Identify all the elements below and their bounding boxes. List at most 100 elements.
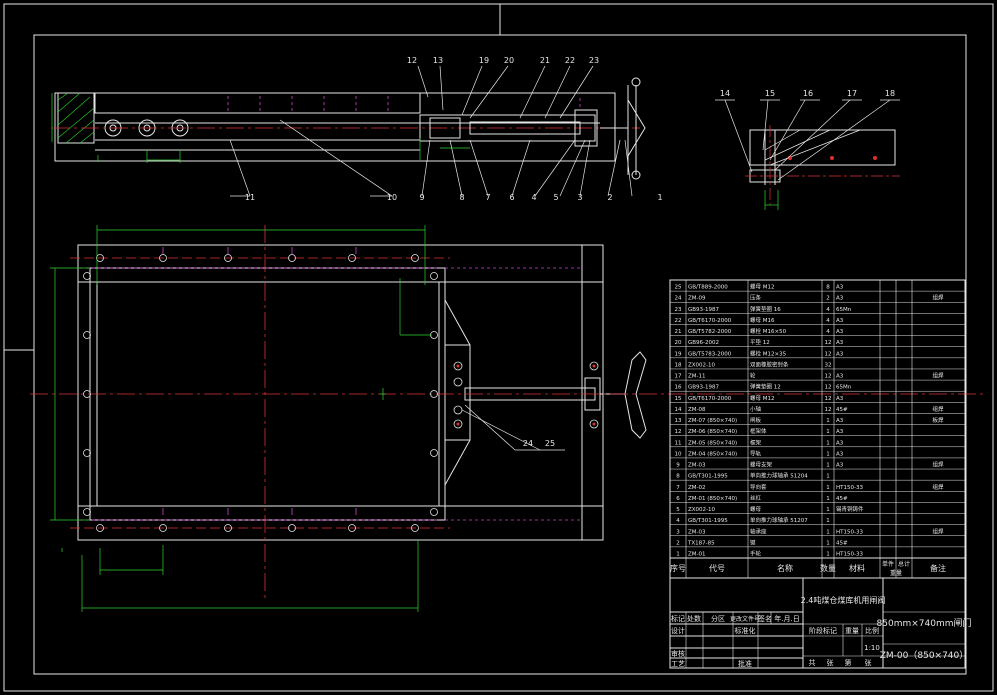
bom-cell-no: 20 [675, 340, 682, 346]
bom-cell-qty: 2 [826, 296, 830, 302]
bom-cell-note: 组焊 [932, 483, 944, 491]
bom-cell-qty: 1 [826, 474, 830, 480]
bom-cell-no: 11 [675, 440, 682, 446]
bom-cell-no: 17 [675, 374, 682, 380]
bom-cell-name: 双面橡胶密封条 [750, 360, 789, 368]
bom-cell-qty: 12 [825, 340, 832, 346]
bom-cell-code: GB/T6170-2000 [688, 318, 732, 324]
bom-cell-name: 导轨 [750, 449, 762, 457]
tb-sheet-total-b: 张 [827, 658, 834, 667]
bom-cell-code: ZM-07 (850×740) [688, 418, 737, 424]
bom-header-name: 名称 [777, 563, 793, 573]
bom-cell-mat: A3 [836, 396, 844, 402]
bom-cell-qty: 1 [826, 529, 830, 535]
bom-cell-qty: 4 [826, 318, 830, 324]
part-label: 17 [847, 89, 857, 98]
bom-cell-no: 3 [676, 529, 680, 535]
tb-company: 2.4吨煤仓煤库机用闸阀 [801, 595, 886, 605]
bom-cell-qty: 1 [826, 429, 830, 435]
bom-cell-no: 12 [675, 429, 682, 435]
bom-cell-no: 25 [675, 285, 682, 291]
top-view-part-labels: 12 13 19 20 21 22 23 1 2 3 5 4 6 7 8 9 1… [245, 56, 663, 202]
bom-header-qty: 数量 [820, 563, 836, 573]
bom-cell-name: 闸板 [750, 416, 762, 424]
bom-cell-code: ZM-02 [688, 485, 706, 491]
part-label: 12 [407, 56, 417, 65]
bom-header-code: 代号 [709, 563, 725, 573]
bom-cell-qty: 32 [825, 362, 832, 368]
bom-cell-name: 压条 [750, 294, 762, 302]
bom-cell-name: 单向推力球轴承 51204 [750, 472, 808, 480]
bom-cell-note: 组焊 [932, 372, 944, 380]
part-label: 25 [545, 439, 555, 448]
bom-cell-name: 螺母 M16 [750, 316, 775, 324]
part-label: 21 [540, 56, 550, 65]
tb-drawing-number: ZM-00（850×740） [880, 650, 969, 661]
tb-standardize: 标准化 [735, 626, 756, 635]
bom-cell-code: TX187-85 [687, 540, 715, 546]
top-view: 12 13 19 20 21 22 23 1 2 3 5 4 6 7 8 9 1… [51, 56, 663, 202]
bom-cell-no: 23 [675, 307, 682, 313]
bom-cell-name: 弹簧垫圈 16 [750, 305, 781, 313]
plan-view: 24 25 [30, 225, 985, 612]
bom-cell-no: 6 [676, 496, 680, 502]
bom-cell-code: ZM-05 (850×740) [688, 440, 737, 446]
bom-cell-qty: 4 [826, 329, 830, 335]
bom-cell-qty: 12 [825, 374, 832, 380]
bom-cell-no: 16 [675, 385, 682, 391]
bom-cell-name: 螺栓 M16×50 [750, 327, 787, 335]
bom-header-weight: 重量 [890, 569, 902, 577]
bom-header-single: 单件 [882, 560, 894, 568]
bom-cell-code: GB93-1987 [688, 307, 720, 313]
bom-cell-qty: 12 [825, 396, 832, 402]
bom-cell-no: 22 [675, 318, 682, 324]
part-label: 1 [657, 193, 662, 202]
title-block-row1: 标记 处数 分区 更改文件号 签名 年.月.日 设计 标准化 审核 工艺 批准 [671, 614, 800, 668]
part-label: 15 [765, 89, 775, 98]
bom-cell-mat: A3 [836, 429, 844, 435]
part-label: 11 [245, 193, 255, 202]
bom-cell-mat: A3 [836, 463, 844, 469]
bom-cell-mat: A3 [836, 296, 844, 302]
bom-cell-code: GB96-2002 [688, 340, 719, 346]
bom-cell-qty: 1 [826, 451, 830, 457]
bom-cell-code: GB93-1987 [688, 385, 720, 391]
part-label: 4 [531, 193, 536, 202]
tb-date: 年.月.日 [774, 614, 799, 623]
bom-cell-code: ZM-03 [688, 529, 706, 535]
tb-weight: 重量 [845, 627, 859, 635]
bom-cell-code: GB/T301-1995 [688, 474, 728, 480]
bom-cell-code: ZX002-10 [688, 507, 716, 513]
plan-part-labels: 24 25 [523, 439, 555, 448]
part-label: 20 [504, 56, 514, 65]
bom-cell-name: 螺母支架 [750, 461, 773, 469]
bom-cell-qty: 1 [826, 463, 830, 469]
bom-cell-name: 弹簧垫圈 12 [750, 383, 781, 391]
bom-cell-mat: A3 [836, 318, 844, 324]
tb-product: 850mm×740mm闸门 [877, 617, 972, 629]
bom-header-no: 序号 [670, 563, 686, 573]
tb-stage: 阶段标记 重量 比例 1:10 共 张 第 张 [809, 626, 880, 667]
outer-frame [3, 3, 994, 692]
bom-cell-no: 7 [676, 485, 680, 491]
part-label: 22 [565, 56, 575, 65]
bom-cell-mat: 45# [836, 540, 848, 546]
bom-cell-note: 组焊 [932, 527, 944, 535]
bom-cell-code: ZM-09 [688, 296, 706, 302]
bom-cell-name: 丝杠 [750, 494, 762, 502]
bom-cell-name: 框架体 [750, 427, 767, 435]
tb-scale: 1:10 [864, 644, 880, 652]
bom-cell-mat: HT150-33 [836, 529, 863, 535]
bom-cell-name: 单向推力球轴承 51207 [750, 516, 808, 524]
bom-cell-mat: A3 [836, 440, 844, 446]
bom-header-total: 总计 [898, 560, 910, 568]
bom-cell-code: GB/T5783-2000 [688, 351, 732, 357]
bom-cell-mat: 65Mn [836, 307, 852, 313]
bom-cell-mat: 锡青铜铸件 [836, 505, 864, 513]
part-label: 14 [720, 89, 730, 98]
part-label: 18 [885, 89, 895, 98]
bom-cell-note: 板焊 [932, 416, 944, 424]
part-label: 24 [523, 439, 533, 448]
bom-cell-mat: 65Mn [836, 385, 852, 391]
